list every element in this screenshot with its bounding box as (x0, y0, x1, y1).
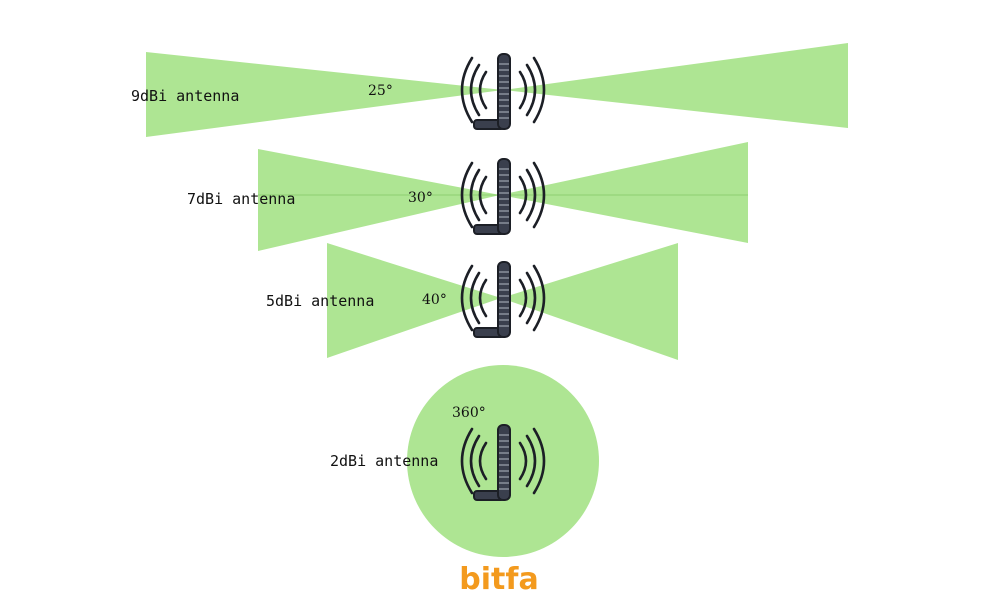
label-2dbi: 2dBi antenna (330, 452, 438, 470)
beam-9dbi-right (503, 43, 848, 128)
label-7dbi: 7dBi antenna (187, 190, 295, 208)
beam-5dbi (327, 243, 501, 358)
angle-7dbi: 30° (408, 190, 433, 206)
label-9dbi: 9dBi antenna (131, 87, 239, 105)
beam-7dbi-right (500, 142, 748, 243)
beam-7dbi (258, 149, 500, 251)
beam-9dbi (146, 52, 503, 137)
angle-5dbi: 40° (422, 292, 447, 308)
angle-9dbi: 25° (368, 83, 393, 99)
label-5dbi: 5dBi antenna (266, 292, 374, 310)
bitfa-logo: bitfa (459, 562, 538, 597)
angle-2dbi: 360° (452, 405, 486, 421)
beam-5dbi-right (501, 243, 678, 360)
